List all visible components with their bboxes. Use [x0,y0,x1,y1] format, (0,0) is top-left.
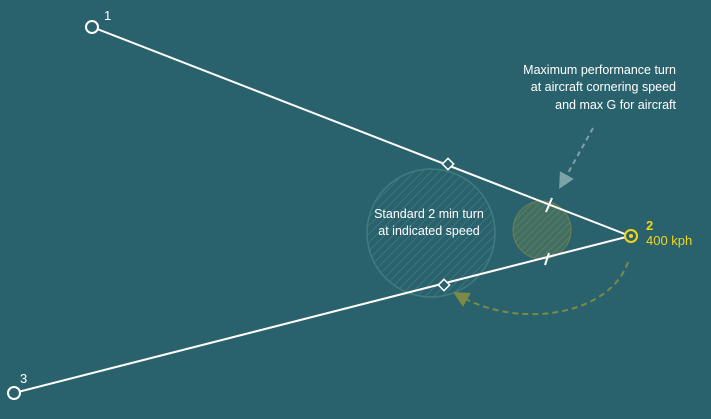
standard-turn-circle [366,168,496,298]
route-leg-1-2 [91,26,631,237]
std-turn-note-line-1: Standard 2 min turn [374,207,484,221]
max-turn-note-line-1: Maximum performance turn [523,63,676,77]
waypoint-2-speed: 400 kph [646,233,692,248]
max-turn-note-line-3: and max G for aircraft [555,98,676,112]
waypoint-1-icon[interactable] [85,20,99,34]
waypoint-3-icon[interactable] [7,386,21,400]
max-turn-hatch [513,201,571,259]
turn-end-marker [437,278,451,292]
waypoint-3-label: 3 [20,371,27,386]
max-turn-pointer-arrow [559,127,594,189]
max-turn-end-tick [544,252,550,266]
std-turn-note-line-2: at indicated speed [378,224,480,238]
turn-direction-arrow [453,261,629,316]
max-turn-note-line-2: at aircraft cornering speed [531,80,676,94]
waypoint-2-center-dot [629,234,633,238]
max-turn-start-tick [545,197,553,213]
route-leg-2-3 [13,235,631,394]
waypoint-2-label: 2 [646,218,653,233]
turn-start-marker [441,157,455,171]
waypoint-1-label: 1 [104,8,111,23]
